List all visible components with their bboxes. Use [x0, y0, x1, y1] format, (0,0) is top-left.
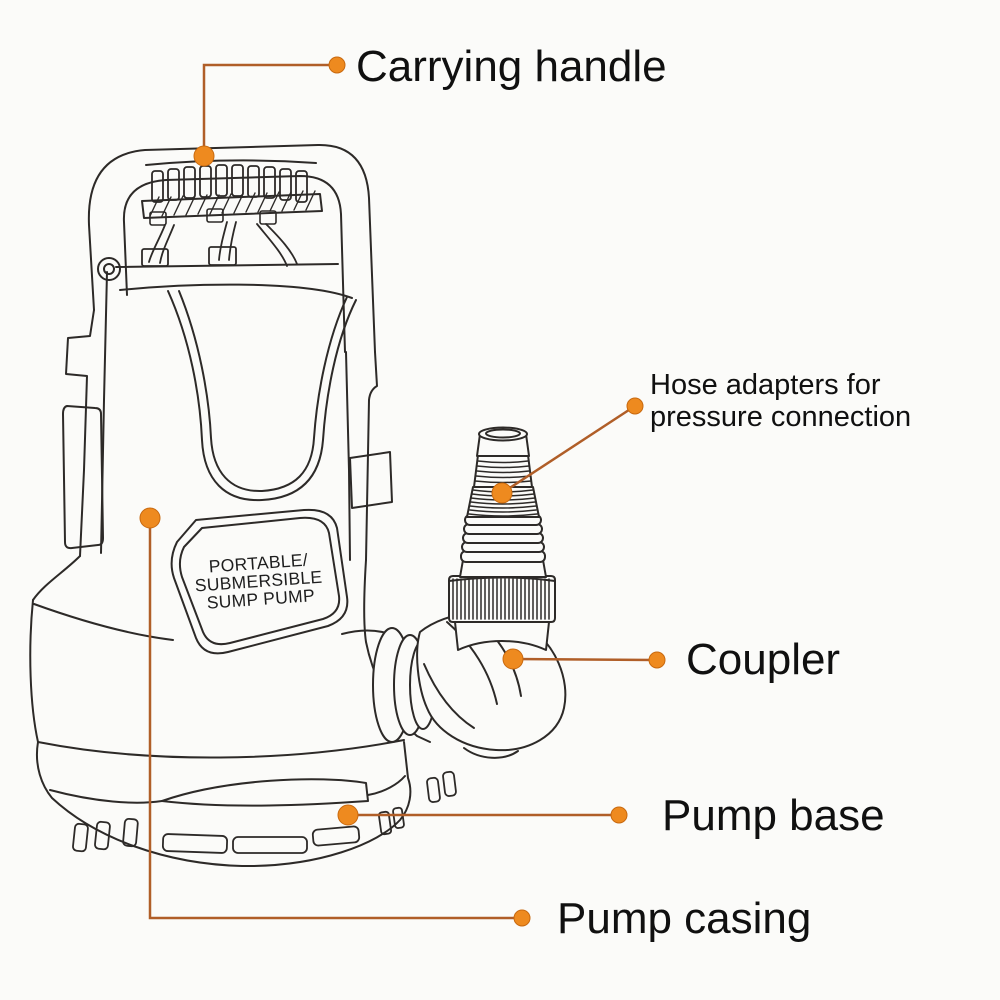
upper-casing-part [62, 257, 393, 561]
lower-left-outline [29, 599, 39, 743]
cables [141, 221, 298, 267]
adapter-top-opening-inner [485, 428, 521, 439]
base-vent-slots [72, 770, 457, 854]
flare-left [32, 555, 81, 601]
base-rim-right [367, 775, 406, 796]
dot-carrying-handle-anchor [193, 145, 215, 167]
mid-seam-left [33, 603, 174, 641]
left-outline [65, 309, 95, 557]
right-outline [365, 351, 378, 561]
coupler-neck [454, 621, 550, 651]
callout-label-pump-casing: Pump casing [557, 894, 812, 944]
grip-top-rail [145, 159, 317, 166]
elbow-bottom-band [463, 747, 519, 759]
coupler-ring-part [448, 575, 556, 623]
cable-hook-outer [97, 257, 121, 281]
cable-hook-inner [103, 263, 115, 275]
label-panel [170, 508, 349, 655]
cable-tabs [149, 208, 277, 226]
callout-label-coupler: Coupler [686, 635, 841, 685]
adapter-big-ribs [460, 514, 546, 563]
base-front-recess [161, 778, 369, 807]
dot-hose-adapters-anchor [491, 482, 513, 504]
dot-pump-base-anchor [337, 804, 359, 826]
hose-adapter-part [459, 426, 547, 578]
label-panel-inner [178, 516, 341, 646]
dot-pump-casing-label [513, 909, 531, 927]
coupler-knurling [452, 578, 550, 620]
leader-hose-adapters [501, 404, 636, 495]
base-outline [36, 741, 412, 868]
handle-outer-outline [87, 143, 376, 353]
dot-hose-adapters-label [626, 397, 644, 415]
grip-hatch-bar [141, 193, 323, 219]
dot-coupler-anchor [502, 648, 524, 670]
right-seam [345, 351, 351, 561]
grip-hatch-lines [149, 190, 316, 217]
callout-label-carrying-handle: Carrying handle [356, 42, 667, 92]
pump-drawing [29, 143, 567, 868]
base-seam [37, 739, 405, 759]
deck-line [115, 263, 339, 268]
callout-label-pump-base: Pump base [662, 791, 885, 841]
elbow-seam-3 [423, 663, 475, 729]
outlet-elbow-part [372, 612, 567, 759]
dot-pump-casing-anchor [139, 507, 161, 529]
label-panel-outer [170, 508, 349, 655]
adapter-upper-ribs [474, 460, 532, 484]
callout-label-hose-adapters: Hose adapters for pressure connection [650, 369, 911, 433]
leader-coupler [512, 657, 658, 662]
dot-coupler-label [648, 651, 666, 669]
leader-carrying-handle [202, 63, 337, 156]
dot-carrying-handle-label [328, 56, 346, 74]
left-pocket [62, 405, 104, 550]
top-face-line [119, 283, 353, 299]
device-label-text: PORTABLE/ SUBMERSIBLE SUMP PUMP [194, 550, 323, 613]
front-recess-inner [178, 290, 348, 493]
leader-dots [139, 56, 666, 927]
handle-inner-outline [122, 175, 346, 353]
handle-part [87, 143, 376, 353]
front-recess-outer [167, 290, 357, 502]
elbow-seam-1 [446, 621, 498, 705]
base-rim-left [49, 789, 163, 804]
right-notch [349, 451, 393, 509]
leader-lines [148, 63, 658, 920]
leader-pump-casing [148, 518, 522, 920]
dot-pump-base-label [610, 806, 628, 824]
hose-adapters-label-line1: Hose adapters for [650, 369, 881, 401]
hose-adapters-label-line2: pressure connection [650, 401, 912, 433]
